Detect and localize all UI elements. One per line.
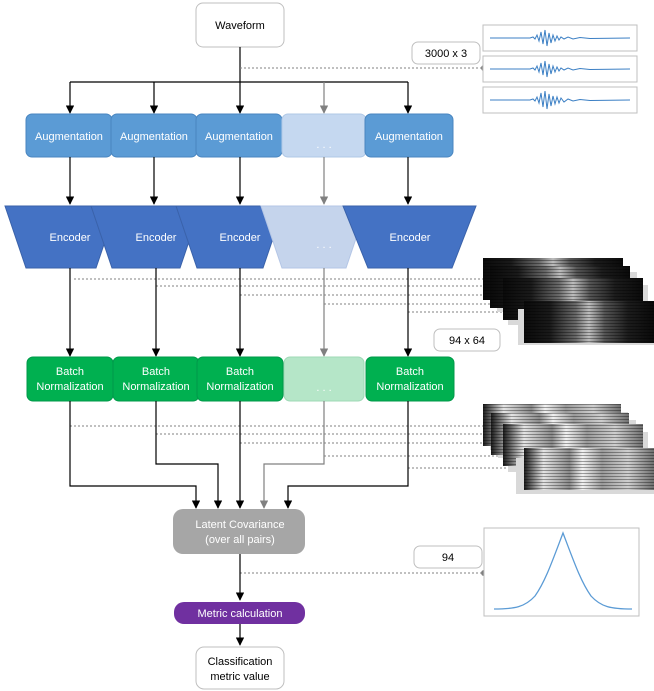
metric-label: Metric calculation — [198, 608, 283, 620]
covariance-label-2: (over all pairs) — [205, 534, 275, 546]
encoder-annotation: 94 x 64 — [433, 328, 501, 352]
ghost-connector-cov — [259, 401, 325, 509]
waveform-node: Waveform — [195, 2, 285, 48]
covariance-annotation: 94 — [240, 545, 487, 576]
augmentation-ghost: . . . — [281, 113, 367, 158]
waveform-label: Waveform — [215, 20, 265, 32]
encoder-label: Encoder — [220, 232, 261, 244]
augmentation-block: Augmentation — [195, 113, 283, 158]
batchnorm-label-2: Normalization — [376, 381, 443, 393]
metric-node: Metric calculation — [174, 602, 305, 624]
encoder-block: Encoder — [90, 205, 202, 269]
batchnorm-label-1: Batch — [142, 366, 170, 378]
encoder-feature-maps — [483, 258, 654, 345]
encoder-block: Encoder — [175, 205, 285, 269]
batchnorm-ghost: . . . — [283, 356, 365, 402]
covariance-curve-plot — [483, 527, 640, 617]
covariance-shape-label: 94 — [442, 552, 454, 564]
augmentation-block: Augmentation — [110, 113, 198, 158]
batchnorm-block: Batch Normalization — [112, 356, 200, 402]
encoder-ellipsis: . . . — [316, 239, 331, 251]
aug-to-encoder-arrows — [65, 157, 413, 205]
augmentation-label: Augmentation — [120, 131, 188, 143]
batchnorm-label-2: Normalization — [122, 381, 189, 393]
waveform-thumbnails — [482, 24, 638, 114]
encoder-block: Encoder — [4, 205, 118, 269]
encoder-to-bn-arrows — [65, 268, 413, 357]
covariance-node: Latent Covariance (over all pairs) — [173, 509, 305, 554]
output-label-1: Classification — [208, 656, 273, 668]
batchnorm-block: Batch Normalization — [196, 356, 284, 402]
gaussian-curve — [493, 531, 633, 610]
augmentation-block: Augmentation — [364, 113, 454, 158]
encoder-label: Encoder — [136, 232, 177, 244]
encoder-label: Encoder — [390, 232, 431, 244]
augmentation-row: Augmentation Augmentation Augmentation .… — [25, 113, 454, 158]
batchnorm-ellipsis: . . . — [316, 382, 331, 394]
batchnorm-label-1: Batch — [396, 366, 424, 378]
batchnorm-label-2: Normalization — [206, 381, 273, 393]
batchnorm-label-1: Batch — [56, 366, 84, 378]
encoder-label: Encoder — [50, 232, 91, 244]
covariance-label-1: Latent Covariance — [195, 519, 284, 531]
bn-to-covariance-arrows — [69, 401, 409, 509]
encoder-row: Encoder Encoder Encoder . . . Encoder — [4, 205, 477, 269]
augmentation-label: Augmentation — [205, 131, 273, 143]
augmentation-ellipsis: . . . — [316, 139, 331, 151]
augmentation-label: Augmentation — [35, 131, 103, 143]
encoder-block: Encoder — [342, 205, 477, 269]
input-connectors — [65, 47, 413, 114]
encoder-ghost: . . . — [260, 205, 368, 269]
input-shape-label: 3000 x 3 — [425, 48, 467, 60]
bn-feature-maps — [483, 404, 654, 494]
batchnorm-label-2: Normalization — [36, 381, 103, 393]
output-label-2: metric value — [210, 671, 269, 683]
batchnorm-row: Batch Normalization Batch Normalization … — [26, 356, 455, 402]
bn-annotation-lines — [70, 425, 524, 469]
encoder-shape-label: 94 x 64 — [449, 335, 485, 347]
encoder-annotation-lines — [74, 278, 522, 313]
output-node: Classification metric value — [195, 646, 285, 690]
batchnorm-label-1: Batch — [226, 366, 254, 378]
augmentation-label: Augmentation — [375, 131, 443, 143]
batchnorm-block: Batch Normalization — [26, 356, 114, 402]
batchnorm-block: Batch Normalization — [365, 356, 455, 402]
augmentation-block: Augmentation — [25, 113, 113, 158]
